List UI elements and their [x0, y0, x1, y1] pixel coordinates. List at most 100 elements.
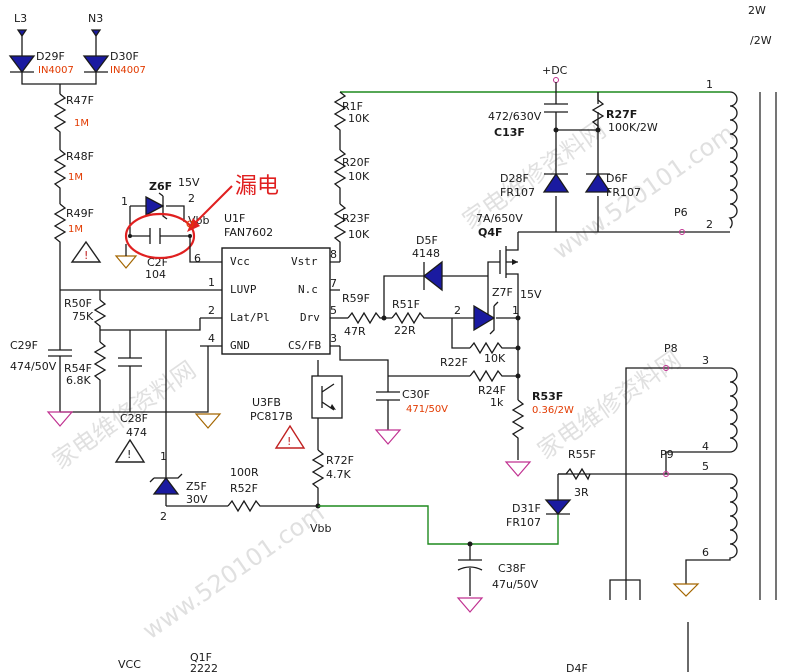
pin-luvp: LUVP	[230, 283, 257, 296]
label-d31f-value: FR107	[506, 516, 541, 529]
warning-icon: !	[70, 240, 102, 263]
label-r23f-value: 10K	[348, 228, 370, 241]
label-p9: P9	[660, 448, 674, 461]
label-r1f-value: 10K	[348, 112, 370, 125]
diode-d5f	[422, 260, 443, 292]
pin-num-2: 2	[208, 304, 215, 317]
annotation-leak: 漏电	[235, 174, 279, 199]
label-vcc: VCC	[118, 658, 141, 671]
label-d5f-value: 4148	[412, 247, 440, 260]
label-d6f-value: FR107	[606, 186, 641, 199]
label-pin6: 6	[194, 252, 201, 265]
resistor-r49f	[53, 203, 67, 290]
label-r50f-value: 75K	[72, 310, 94, 323]
ground-icon	[456, 597, 484, 613]
label-p8: P8	[664, 342, 678, 355]
label-r53f-value: 0.36/2W	[532, 405, 574, 416]
label-r48f: R48F	[66, 150, 94, 163]
optocoupler-u3fb	[311, 375, 343, 419]
pin-num-8: 8	[330, 248, 337, 261]
pin-vcc: Vcc	[230, 255, 250, 268]
label-r22f-value: 10K	[484, 352, 506, 365]
resistor-r72f	[311, 449, 325, 506]
label-z6f-pin1: 1	[121, 195, 128, 208]
label-r51f-value: 22R	[394, 324, 416, 337]
label-r22f: R22F	[440, 356, 468, 369]
pin-num-4: 4	[208, 332, 215, 345]
label-u1f: U1F	[224, 212, 245, 225]
ground-icon	[374, 429, 402, 445]
label-z7f: Z7F	[492, 286, 513, 299]
warning-icon: !	[114, 438, 146, 463]
transformer-aux-winding	[666, 367, 738, 453]
warning-icon: !	[274, 424, 306, 449]
label-d29f-value: IN4007	[38, 65, 74, 76]
resistor-r59f	[347, 311, 392, 325]
label-c13f: C13F	[494, 126, 525, 139]
label-dc: +DC	[542, 64, 568, 77]
zener-z6f	[145, 195, 165, 217]
label-pc817: PC817B	[250, 410, 293, 423]
label-c29f-value: 474/50V	[10, 360, 57, 373]
pin-num-1: 1	[208, 276, 215, 289]
label-r20f: R20F	[342, 156, 370, 169]
label-u1f-part: FAN7602	[224, 226, 273, 239]
resistor-r52f	[227, 499, 318, 513]
label-q4f-value: 7A/650V	[476, 212, 523, 225]
resistor-r53f	[511, 399, 525, 460]
label-r59f-value: 47R	[344, 325, 366, 338]
label-c28f-value: 474	[126, 426, 147, 439]
label-c30f: C30F	[402, 388, 430, 401]
label-r27f: R27F	[606, 108, 637, 121]
label-c38f-value: 47u/50V	[492, 578, 539, 591]
label-q4f: Q4F	[478, 226, 503, 239]
label-z5f-pin2: 2	[160, 510, 167, 523]
label-c2f-value: 104	[145, 268, 166, 281]
resistor-r51f	[391, 311, 452, 325]
ic-u1f	[221, 247, 331, 355]
pin-gnd: GND	[230, 339, 250, 352]
resistor-r48f	[53, 149, 67, 204]
label-r54f-value: 6.8K	[66, 374, 91, 387]
label-d28f: D28F	[500, 172, 529, 185]
svg-text:!: !	[287, 435, 291, 448]
label-r24f-value: 1k	[490, 396, 504, 409]
resistor-r20f	[333, 149, 347, 204]
pin-num-7: 7	[330, 277, 337, 290]
label-q1f-value: 2222	[190, 662, 218, 672]
zener-z7f	[473, 304, 496, 332]
label-u3fb: U3FB	[252, 396, 281, 409]
label-r53f: R53F	[532, 390, 563, 403]
pin-num-5: 5	[330, 304, 337, 317]
label-r48f-value: 1M	[68, 172, 83, 183]
label-t-pin6: 6	[702, 546, 709, 559]
label-c29f: C29F	[10, 339, 38, 352]
input-n3-arrow	[90, 29, 102, 38]
pin-vstr: Vstr	[291, 255, 318, 268]
label-t-pin4: 4	[702, 440, 709, 453]
label-d30f-value: IN4007	[110, 65, 146, 76]
label-r52f: R52F	[230, 482, 258, 495]
pin-nc: N.c	[298, 283, 318, 296]
label-r27f-value: 100K/2W	[608, 121, 658, 134]
label-r49f-value: 1M	[68, 224, 83, 235]
ground-icon	[46, 411, 74, 427]
label-z5f-pin1: 1	[160, 450, 167, 463]
diode-d31f	[544, 499, 572, 515]
resistor-r47f	[53, 93, 67, 150]
pin-csfb: CS/FB	[288, 339, 321, 352]
ground-icon	[504, 461, 532, 477]
label-d29f: D29F	[36, 50, 65, 63]
label-corner-b: /2W	[750, 34, 772, 47]
label-z7f-pin1: 1	[512, 304, 519, 317]
resistor-r1f	[333, 91, 347, 150]
label-r20f-value: 10K	[348, 170, 370, 183]
label-r54f: R54F	[64, 362, 92, 375]
label-z5f-value: 30V	[186, 493, 208, 506]
resistor-r22f	[469, 341, 518, 355]
label-z5f: Z5F	[186, 480, 207, 493]
label-d4f: D4F	[566, 662, 588, 672]
label-t-pin1: 1	[706, 78, 713, 91]
label-c28f: C28F	[120, 412, 148, 425]
